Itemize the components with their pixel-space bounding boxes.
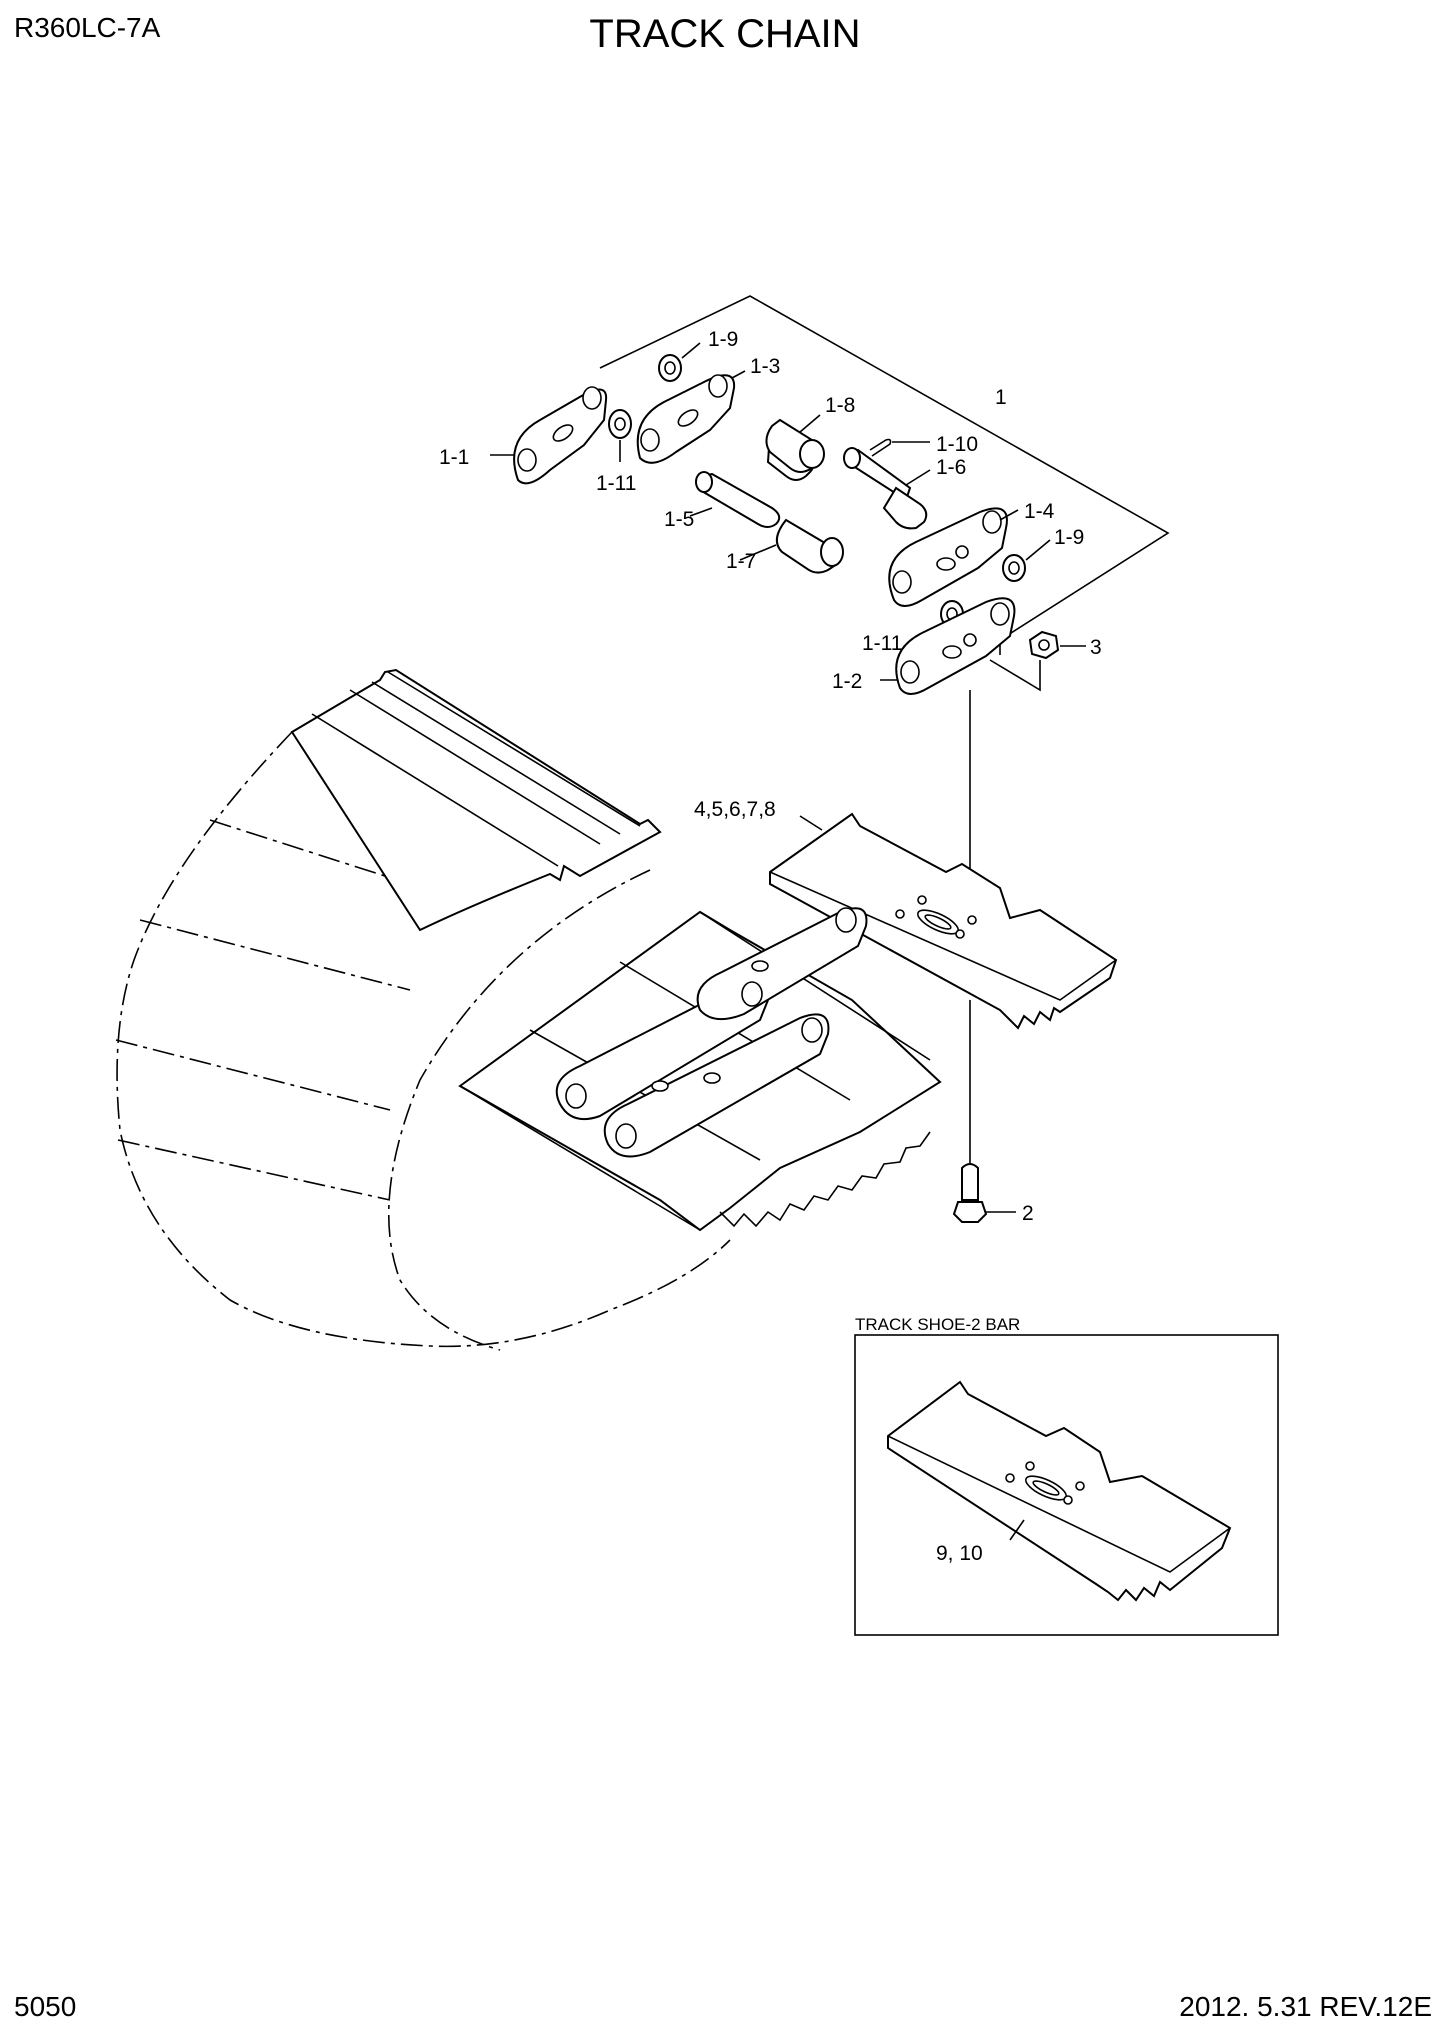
callout-1: 1 bbox=[995, 386, 1007, 409]
link-1-3 bbox=[636, 370, 746, 464]
link-1-4 bbox=[888, 507, 1019, 607]
callout-1-11-lower: 1-11 bbox=[862, 632, 902, 655]
inset-title: TRACK SHOE-2 BAR bbox=[855, 1315, 1020, 1334]
grouser-shoe-top bbox=[290, 668, 662, 932]
seal-1-11-left bbox=[608, 409, 632, 462]
callout-1-11-left: 1-11 bbox=[596, 472, 636, 495]
callout-1-2: 1-2 bbox=[832, 670, 862, 693]
pin-1-10 bbox=[869, 438, 930, 457]
page-number: 5050 bbox=[14, 1991, 77, 2022]
pin-1-6 bbox=[843, 447, 931, 530]
page-title: TRACK CHAIN bbox=[589, 12, 861, 56]
bushing-1-8 bbox=[765, 414, 825, 481]
callout-1-4: 1-4 bbox=[1024, 500, 1055, 523]
callout-3: 3 bbox=[1090, 636, 1102, 659]
callout-9-10: 9, 10 bbox=[936, 1542, 983, 1565]
callout-1-9-right: 1-9 bbox=[1054, 526, 1084, 549]
callout-2: 2 bbox=[1022, 1202, 1034, 1225]
callout-1-9-upper: 1-9 bbox=[708, 328, 738, 351]
seal-1-9-upper bbox=[658, 342, 701, 382]
bushing-1-7 bbox=[739, 518, 844, 574]
model-number: R360LC-7A bbox=[14, 12, 161, 43]
callout-1-6: 1-6 bbox=[936, 456, 966, 479]
inset-track-shoe-2-bar bbox=[854, 1334, 1279, 1636]
callout-4-8: 4,5,6,7,8 bbox=[694, 798, 776, 821]
callout-1-5: 1-5 bbox=[664, 508, 694, 531]
callout-1-10: 1-10 bbox=[936, 433, 978, 456]
seal-1-9-right bbox=[1002, 539, 1051, 582]
revision-date: 2012. 5.31 REV.12E bbox=[1179, 1991, 1432, 2022]
bolt-2 bbox=[952, 1163, 1016, 1223]
link-1-2 bbox=[880, 597, 1016, 695]
callout-1-7: 1-7 bbox=[726, 550, 756, 573]
callout-1-3: 1-3 bbox=[750, 355, 780, 378]
nut-3 bbox=[989, 630, 1086, 692]
link-1-1 bbox=[490, 386, 608, 485]
callout-1-8: 1-8 bbox=[825, 394, 855, 417]
pin-1-5 bbox=[689, 471, 781, 528]
chain-links-assembled bbox=[555, 907, 868, 1158]
callout-1-1: 1-1 bbox=[439, 446, 469, 469]
